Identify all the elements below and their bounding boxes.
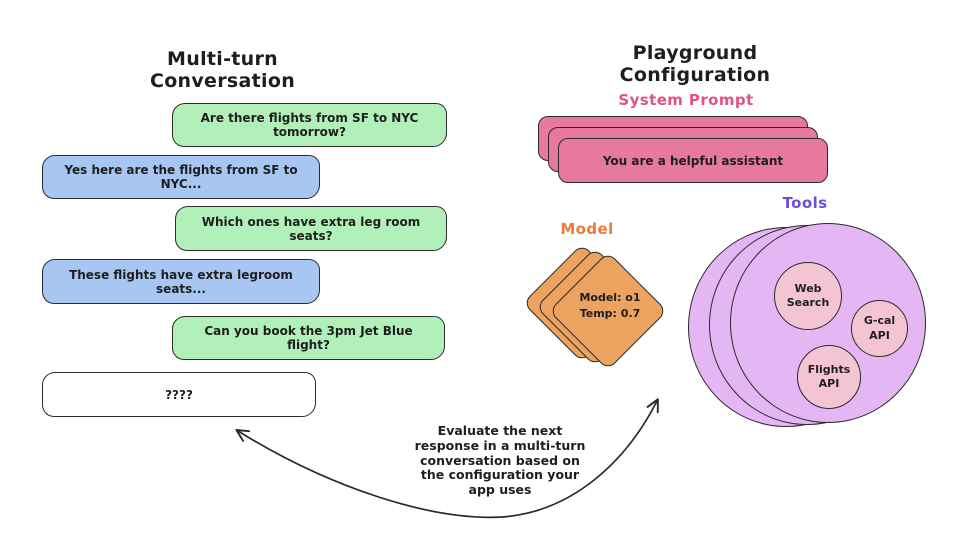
tool-gcal-api: G-cal API (851, 300, 908, 357)
system-prompt-label: System Prompt (618, 91, 754, 109)
tool-web-search: Web Search (774, 262, 842, 330)
right-section-title: Playground Configuration (619, 42, 771, 86)
model-label: Model (560, 220, 614, 238)
annotation-line: app uses (468, 482, 532, 498)
bubble-user-turn-3: Can you book the 3pm Jet Blue flight? (172, 316, 445, 360)
model-temp-line: Temp: 0.7 (579, 306, 641, 320)
left-section-title: Multi-turn Conversation (149, 48, 296, 92)
annotation-line: response in a multi-turn (414, 437, 586, 453)
model-card-text: Model: o1 Temp: 0.7 (549, 290, 671, 322)
bubble-user-turn-2: Which ones have extra leg room seats? (175, 206, 447, 251)
bubble-user-turn-1: Are there flights from SF to NYC tomorro… (172, 103, 447, 147)
evaluation-annotation: Evaluate the next response in a multi-tu… (396, 423, 604, 498)
bubble-next-response-placeholder: ???? (42, 372, 316, 417)
system-prompt-card-front: You are a helpful assistant (558, 138, 828, 183)
bubble-assistant-turn-1: Yes here are the flights from SF to NYC.… (42, 155, 320, 199)
bubble-assistant-turn-2: These flights have extra legroom seats..… (42, 259, 320, 304)
model-name-line: Model: o1 (579, 291, 641, 304)
tools-label: Tools (782, 194, 828, 212)
annotation-line: conversation based on (420, 452, 580, 468)
system-prompt-text: You are a helpful assistant (602, 153, 784, 168)
annotation-line: the configuration your (420, 467, 580, 483)
annotation-line: Evaluate the next (437, 423, 563, 438)
tool-flights-api: Flights API (797, 345, 861, 409)
